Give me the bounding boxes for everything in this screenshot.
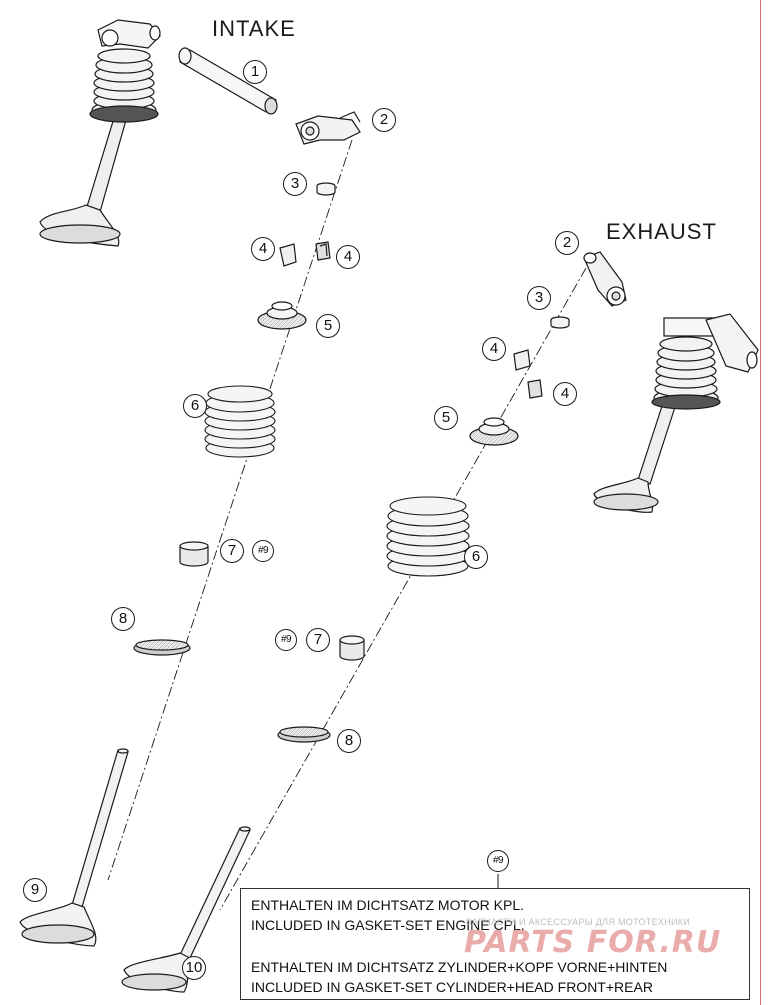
- intake-assembled-valve: [39, 19, 161, 247]
- callout-intake-8: 8: [111, 607, 135, 631]
- gasket-set-note-box: ENTHALTEN IM DICHTSATZ MOTOR KPL. INCLUD…: [240, 888, 750, 1000]
- callout-exhaust-10: 10: [182, 956, 206, 980]
- watermark-logo: PARTS FOR.RU: [464, 925, 722, 960]
- exhaust-spring-seat: [277, 726, 331, 743]
- note-line-4: INCLUDED IN GASKET-SET CYLINDER+HEAD FRO…: [251, 979, 653, 995]
- exhaust-valve-shim: [550, 316, 570, 329]
- callout-intake-5: 5: [316, 314, 340, 338]
- callout-intake-4a: 4: [251, 237, 275, 261]
- intake-stem-seal: [179, 541, 209, 567]
- callout-intake-7: 7: [220, 539, 244, 563]
- exhaust-axis-line: [219, 267, 587, 911]
- callout-exhaust-4b: 4: [553, 382, 577, 406]
- callout-exhaust-8: 8: [337, 729, 361, 753]
- intake-spring-seat: [133, 639, 191, 656]
- callout-note-ref: #9: [487, 850, 509, 872]
- exhaust-title: EXHAUST: [606, 219, 717, 244]
- exhaust-assembled-valve: [593, 313, 759, 513]
- intake-valve-shim: [316, 182, 336, 196]
- exhaust-spring-retainer: [469, 417, 519, 446]
- callout-intake-gasket-ref: #9: [252, 540, 274, 562]
- callout-intake-1: 1: [243, 60, 267, 84]
- callout-intake-3: 3: [283, 172, 307, 196]
- intake-axis-line: [107, 139, 353, 881]
- callout-exhaust-3: 3: [527, 286, 551, 310]
- note-line-2: INCLUDED IN GASKET-SET ENGINE CPL.: [251, 917, 525, 933]
- callout-intake-6: 6: [183, 394, 207, 418]
- callout-intake-2: 2: [372, 108, 396, 132]
- callout-exhaust-gasket-ref: #9: [275, 629, 297, 651]
- intake-spring-retainer: [257, 301, 307, 330]
- intake-rocker-arm: [295, 111, 361, 145]
- callout-intake-9: 9: [23, 878, 47, 902]
- exhaust-valve: [121, 826, 251, 993]
- exhaust-valve-keepers: [513, 349, 543, 399]
- intake-valve-keepers: [279, 241, 331, 267]
- rocker-shaft: [178, 47, 278, 115]
- intake-title: INTAKE: [212, 16, 296, 41]
- intake-valve: [19, 748, 129, 947]
- callout-exhaust-5: 5: [434, 406, 458, 430]
- watermark-tagline: ЗАПЧАСТИ И АКСЕССУАРЫ ДЛЯ МОТОТЕХНИКИ: [466, 917, 691, 927]
- page-edge-rule: [760, 0, 761, 1005]
- note-line-3: ENTHALTEN IM DICHTSATZ ZYLINDER+KOPF VOR…: [251, 959, 668, 975]
- exhaust-rocker-arm: [583, 251, 627, 307]
- exhaust-valve-spring: [386, 496, 470, 577]
- callout-exhaust-2: 2: [555, 231, 579, 255]
- note-line-1: ENTHALTEN IM DICHTSATZ MOTOR KPL.: [251, 897, 525, 913]
- callout-exhaust-7: 7: [306, 628, 330, 652]
- callout-intake-4b: 4: [336, 245, 360, 269]
- callout-exhaust-4a: 4: [482, 337, 506, 361]
- callout-exhaust-6: 6: [464, 545, 488, 569]
- intake-valve-spring: [204, 385, 276, 458]
- exhaust-stem-seal: [339, 635, 365, 661]
